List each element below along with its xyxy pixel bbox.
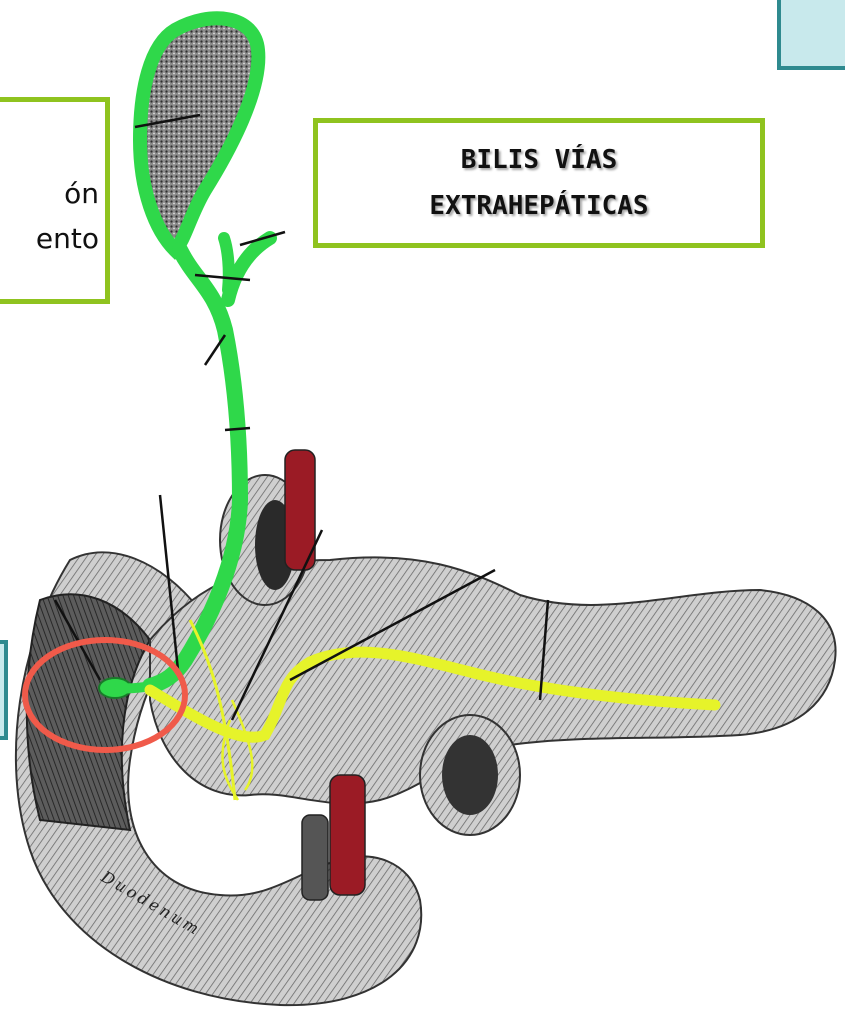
title-line-2: EXTRAHEPÁTICAS — [429, 183, 648, 229]
left-note-line-1: ón — [64, 177, 99, 210]
left-edge-box — [0, 640, 8, 740]
gallbladder — [140, 18, 258, 250]
mesenteric-vein — [330, 775, 365, 895]
mesenteric-artery — [302, 815, 328, 900]
corner-box — [777, 0, 845, 70]
left-note-box: ón ento — [0, 97, 110, 304]
left-note-line-2: ento — [36, 222, 99, 255]
title-box: BILIS VÍAS EXTRAHEPÁTICAS — [313, 118, 765, 248]
title-line-1: BILIS VÍAS — [461, 137, 618, 183]
hepatic-duct-left — [224, 238, 229, 290]
